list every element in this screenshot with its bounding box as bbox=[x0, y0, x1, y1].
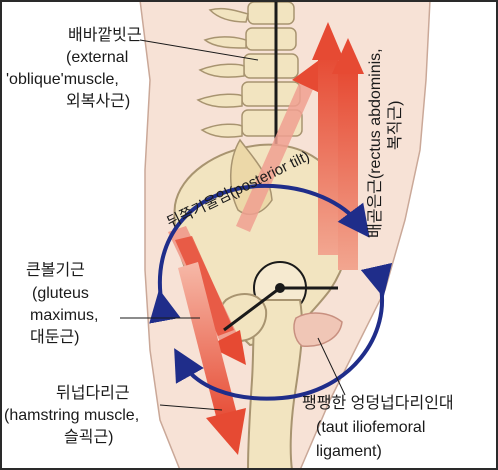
hamstring-line-2: (hamstring muscle, bbox=[4, 407, 139, 424]
spine bbox=[196, 1, 303, 138]
iliofemoral-label: 팽팽한 엉덩넙다리인대 (taut iliofemoral ligament) bbox=[302, 394, 454, 460]
rectus-abdominis-line-2: 복직근) bbox=[386, 101, 404, 151]
external-oblique-line-2: (external bbox=[66, 49, 128, 66]
external-oblique-line-4: 외복사근) bbox=[66, 92, 130, 110]
posterior-tilt-arrow-bottom bbox=[174, 262, 393, 401]
gluteus-maximus-label: 큰볼기근 (gluteus maximus, 대둔근) bbox=[26, 261, 98, 346]
hamstring-line-1: 뒤넙다리근 bbox=[56, 384, 130, 402]
posterior-tilt-arrow-top bbox=[149, 183, 370, 324]
external-oblique-line-1: 배바깥빗근 bbox=[68, 26, 142, 44]
gluteus-line-1: 큰볼기근 bbox=[26, 261, 85, 279]
external-oblique-line-3: 'oblique'muscle, bbox=[6, 71, 119, 88]
gluteus-line-3: maximus, bbox=[30, 307, 98, 324]
gluteus-line-2: (gluteus bbox=[32, 285, 89, 302]
iliofemoral-line-1: 팽팽한 엉덩넙다리인대 bbox=[302, 394, 454, 412]
rectus-abdominis-line-1: 배곧은근(rectus abdominis, bbox=[366, 48, 384, 238]
iliofemoral-line-3: ligament) bbox=[316, 443, 382, 460]
external-oblique-label: 배바깥빗근 (external 'oblique'muscle, 외복사근) bbox=[6, 26, 142, 110]
hamstring-line-3: 슬괵근) bbox=[64, 428, 114, 446]
hamstring-label: 뒤넙다리근 (hamstring muscle, 슬괵근) bbox=[4, 384, 139, 446]
gluteus-line-4: 대둔근) bbox=[30, 328, 80, 346]
rectus-abdominis-label: 배곧은근(rectus abdominis, 복직근) bbox=[366, 48, 404, 238]
iliofemoral-line-2: (taut iliofemoral bbox=[316, 419, 425, 436]
leader-lines bbox=[120, 39, 346, 411]
